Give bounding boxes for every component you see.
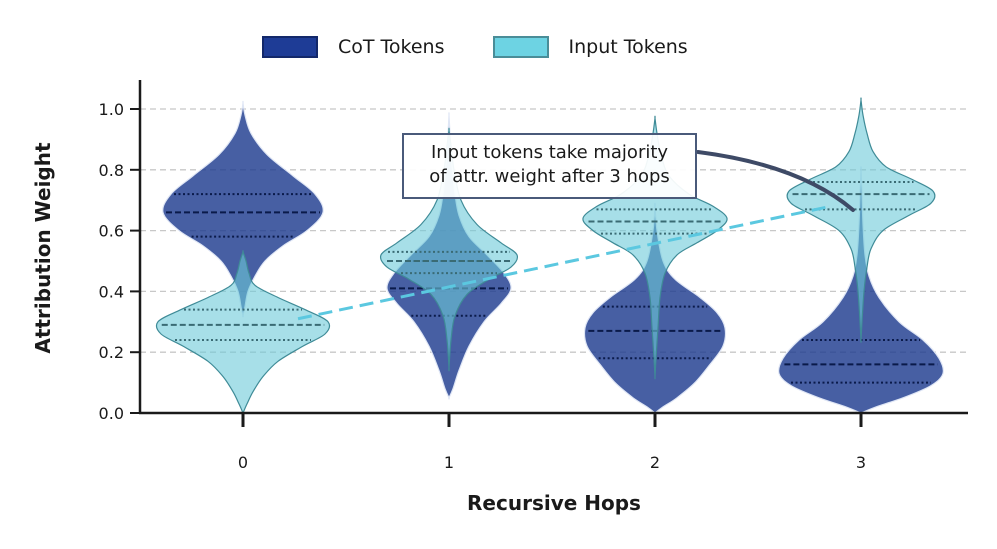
legend-item-cot: CoT Tokens — [262, 36, 445, 58]
axes: 0.0 0.2 0.4 0.6 0.8 1.0 0 1 2 3 — [99, 80, 968, 472]
x-tick-label: 2 — [650, 453, 660, 472]
legend-item-input: Input Tokens — [492, 36, 688, 58]
violin-input-hop-3 — [786, 97, 936, 343]
x-axis-title: Recursive Hops — [467, 491, 641, 515]
violin-input-hop-1 — [379, 127, 519, 372]
legend-label-input: Input Tokens — [568, 36, 688, 58]
annotation-line-2: of attr. weight after 3 hops — [429, 166, 670, 187]
y-axis-title: Attribution Weight — [31, 142, 55, 354]
trend-line — [297, 204, 832, 321]
x-tick-label: 3 — [856, 453, 866, 472]
annotation-line-1: Input tokens take majority — [430, 142, 669, 163]
y-tick-label: 0.8 — [99, 161, 124, 180]
legend-swatch-cot — [262, 36, 318, 58]
x-tick-label: 1 — [444, 453, 454, 472]
y-tick-label: 0.6 — [99, 222, 124, 241]
x-tick-label: 0 — [238, 453, 248, 472]
y-tick-label: 1.0 — [99, 100, 124, 119]
y-tick-label: 0.4 — [99, 282, 124, 301]
legend-swatch-input — [492, 36, 549, 58]
legend: CoT Tokens Input Tokens — [262, 36, 736, 58]
violin-input-hop-0 — [155, 250, 331, 415]
annotation-connector — [696, 150, 855, 212]
y-tick-label: 0.0 — [99, 404, 124, 423]
y-tick-label: 0.2 — [99, 343, 124, 362]
trend-layer — [297, 150, 855, 321]
annotation-box: Input tokens take majority of attr. weig… — [402, 133, 697, 199]
legend-label-cot: CoT Tokens — [338, 36, 445, 58]
